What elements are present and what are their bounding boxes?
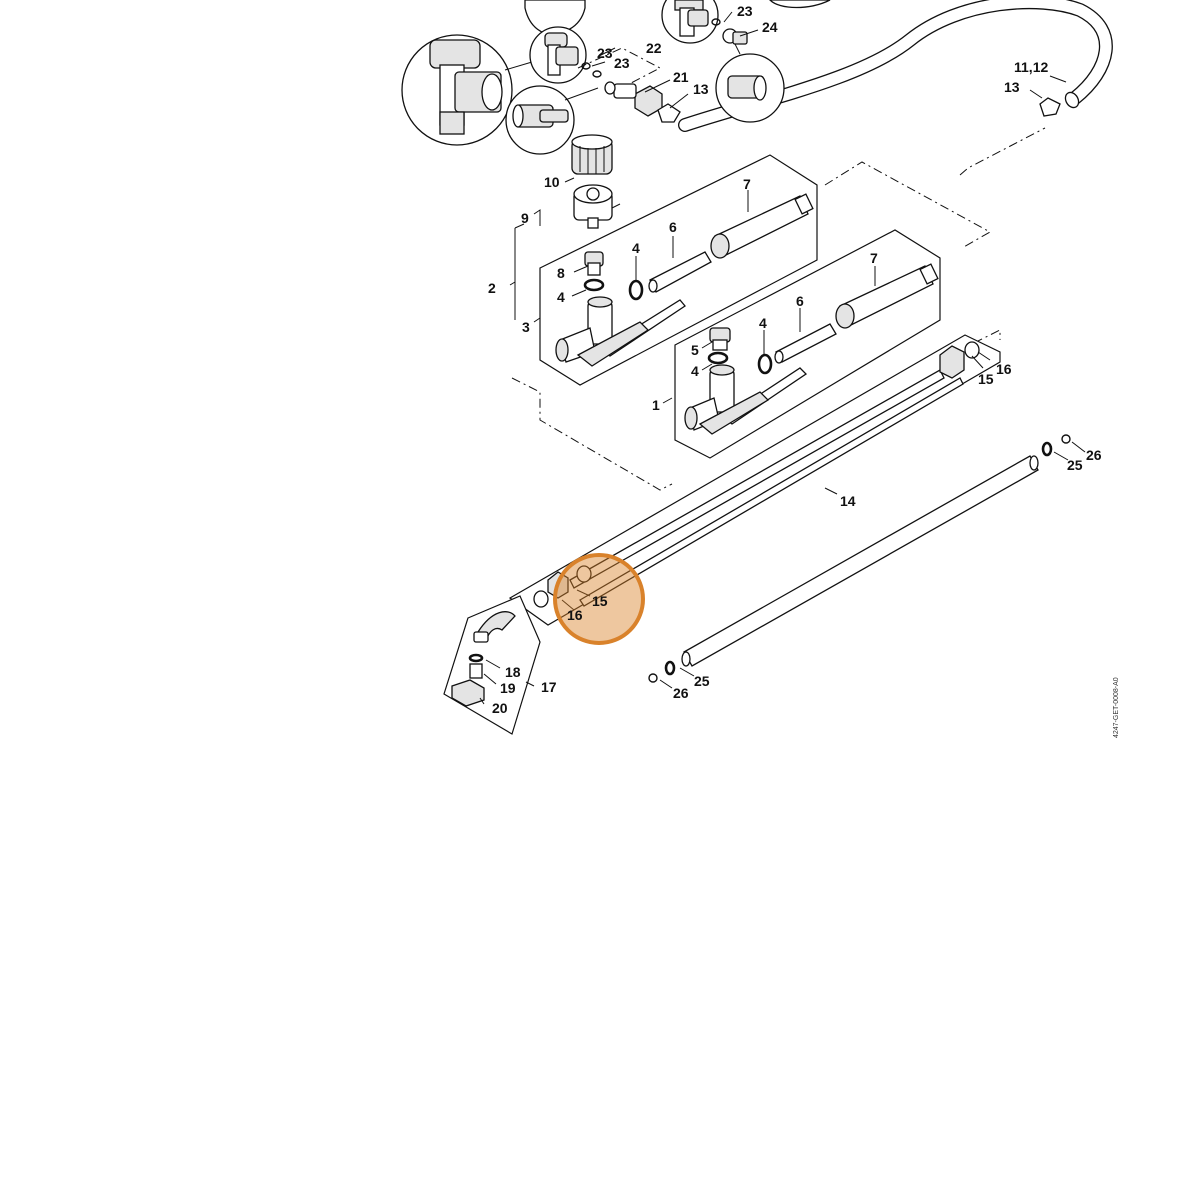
assembly-frame-upper — [824, 161, 992, 249]
assembly-frame-top-hose — [959, 127, 1046, 176]
magnified-connector-large — [401, 34, 533, 146]
label-part-3[interactable]: 3 — [522, 319, 530, 335]
label-part-22[interactable]: 22 — [646, 40, 662, 56]
part-labels: 22 23 23 21 13 23 24 11,12 13 10 9 7 6 4… — [488, 3, 1102, 716]
nozzle-insert[interactable] — [469, 663, 483, 679]
label-part-20[interactable]: 20 — [492, 700, 508, 716]
label-part-25-left[interactable]: 25 — [694, 673, 710, 689]
label-part-21[interactable]: 21 — [673, 69, 689, 85]
leader-lines — [479, 11, 1086, 705]
hose-nozzle-lower[interactable] — [774, 323, 837, 364]
label-part-9[interactable]: 9 — [521, 210, 529, 226]
spray-lance[interactable] — [569, 369, 964, 607]
label-part-18[interactable]: 18 — [505, 664, 521, 680]
o-ring-upper-side[interactable] — [628, 279, 644, 301]
plug-upper[interactable] — [584, 251, 604, 276]
magnified-connector-right-top — [661, 0, 719, 44]
o-ring-lower-side[interactable] — [757, 353, 773, 375]
label-part-26-left[interactable]: 26 — [673, 685, 689, 701]
supply-hose[interactable] — [678, 0, 1113, 132]
label-part-19[interactable]: 19 — [500, 680, 516, 696]
label-part-23-a[interactable]: 23 — [597, 45, 613, 61]
label-part-6-lower[interactable]: 6 — [796, 293, 804, 309]
label-part-2[interactable]: 2 — [488, 280, 496, 296]
hose-clamp-right[interactable] — [1039, 97, 1061, 117]
label-part-4-lower-side[interactable]: 4 — [759, 315, 767, 331]
valve-body-lower[interactable] — [684, 364, 808, 435]
label-part-4-lower-top[interactable]: 4 — [691, 363, 699, 379]
magnified-connector-small — [529, 26, 587, 84]
o-ring-upper-top[interactable] — [583, 278, 605, 292]
label-part-26-right[interactable]: 26 — [1086, 447, 1102, 463]
label-part-11-12[interactable]: 11,12 — [1014, 59, 1048, 75]
gauge-nut[interactable] — [571, 134, 613, 175]
label-part-16-left[interactable]: 16 — [567, 607, 583, 623]
label-part-16-right[interactable]: 16 — [996, 361, 1012, 377]
o-ring-tube-right[interactable] — [1041, 441, 1053, 457]
label-part-13-left[interactable]: 13 — [693, 81, 709, 97]
label-part-14[interactable]: 14 — [840, 493, 856, 509]
label-part-4-upper-top[interactable]: 4 — [557, 289, 565, 305]
highlight-circle — [553, 553, 645, 645]
label-part-4-upper-side[interactable]: 4 — [632, 240, 640, 256]
label-part-17[interactable]: 17 — [541, 679, 557, 695]
o-ring-lower-top[interactable] — [707, 351, 729, 365]
washer-tube-left[interactable] — [648, 673, 658, 683]
extension-tube[interactable] — [681, 455, 1039, 667]
bellows-lower[interactable] — [835, 263, 939, 329]
label-part-13-right[interactable]: 13 — [1004, 79, 1020, 95]
label-part-10[interactable]: 10 — [544, 174, 560, 190]
magnified-nipple-right — [715, 43, 785, 123]
label-part-6-upper[interactable]: 6 — [669, 219, 677, 235]
plug-lower[interactable] — [709, 327, 731, 351]
washer-tube-right[interactable] — [1061, 434, 1071, 444]
lance-nut-right[interactable] — [939, 341, 980, 379]
magnified-nipple — [505, 85, 599, 155]
label-part-8[interactable]: 8 — [557, 265, 565, 281]
hose-nut[interactable] — [604, 81, 663, 117]
label-part-15-right[interactable]: 15 — [978, 371, 994, 387]
parts-22-23-group — [577, 47, 662, 96]
label-part-25-right[interactable]: 25 — [1067, 457, 1083, 473]
top-sprayer-head — [524, 0, 831, 35]
nozzle-o-ring[interactable] — [468, 653, 484, 663]
label-part-7-lower[interactable]: 7 — [870, 250, 878, 266]
label-part-1[interactable]: 1 — [652, 397, 660, 413]
nozzle-cap-nut[interactable] — [451, 679, 485, 707]
angled-nozzle[interactable] — [473, 611, 516, 643]
hose-nozzle-upper[interactable] — [648, 251, 712, 293]
label-part-23-c[interactable]: 23 — [737, 3, 753, 19]
o-ring-tube-left[interactable] — [664, 660, 676, 676]
label-part-5[interactable]: 5 — [691, 342, 699, 358]
label-part-23-b[interactable]: 23 — [614, 55, 630, 71]
hose-clamp-left[interactable] — [657, 103, 681, 123]
label-part-7-upper[interactable]: 7 — [743, 176, 751, 192]
drawing-code: 4247-GET-0008-A0 — [1113, 677, 1120, 738]
pressure-gauge[interactable] — [573, 184, 613, 229]
bellows-upper[interactable] — [710, 193, 814, 259]
lance-cap[interactable] — [533, 590, 549, 608]
label-part-15-left[interactable]: 15 — [592, 593, 608, 609]
label-part-24[interactable]: 24 — [762, 19, 778, 35]
assembly-frame-left — [511, 377, 673, 491]
valve-body-upper[interactable] — [555, 296, 686, 367]
